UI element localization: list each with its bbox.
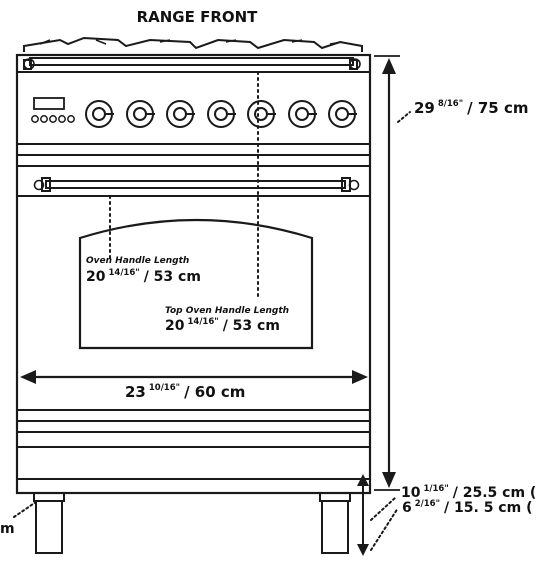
clock-display <box>33 97 65 110</box>
control-buttons <box>31 115 75 123</box>
burner-grates <box>23 36 363 52</box>
diagram-title: RANGE FRONT <box>137 8 259 26</box>
knob-5-icon <box>247 100 276 128</box>
oven-handle <box>33 177 360 192</box>
leg-height-arrow <box>357 474 369 556</box>
knob-7-icon <box>328 100 357 128</box>
control-knobs <box>85 100 357 128</box>
oven-window <box>78 218 314 350</box>
knob-1-icon <box>85 100 114 128</box>
oven-handle-caption: Oven Handle Length <box>86 256 189 266</box>
height-dimension-arrow <box>374 55 400 491</box>
range-body <box>15 53 372 495</box>
knob-2-icon <box>126 100 155 128</box>
knob-4-icon <box>207 100 236 128</box>
top-handle-caption: Top Oven Handle Length <box>165 306 289 316</box>
left-cutoff-label: m <box>0 521 15 537</box>
knob-6-icon <box>288 100 317 128</box>
top-oven-handle <box>23 57 361 70</box>
range-legs <box>33 492 351 554</box>
width-dimension-arrow <box>20 370 368 384</box>
knob-3-icon <box>166 100 195 128</box>
